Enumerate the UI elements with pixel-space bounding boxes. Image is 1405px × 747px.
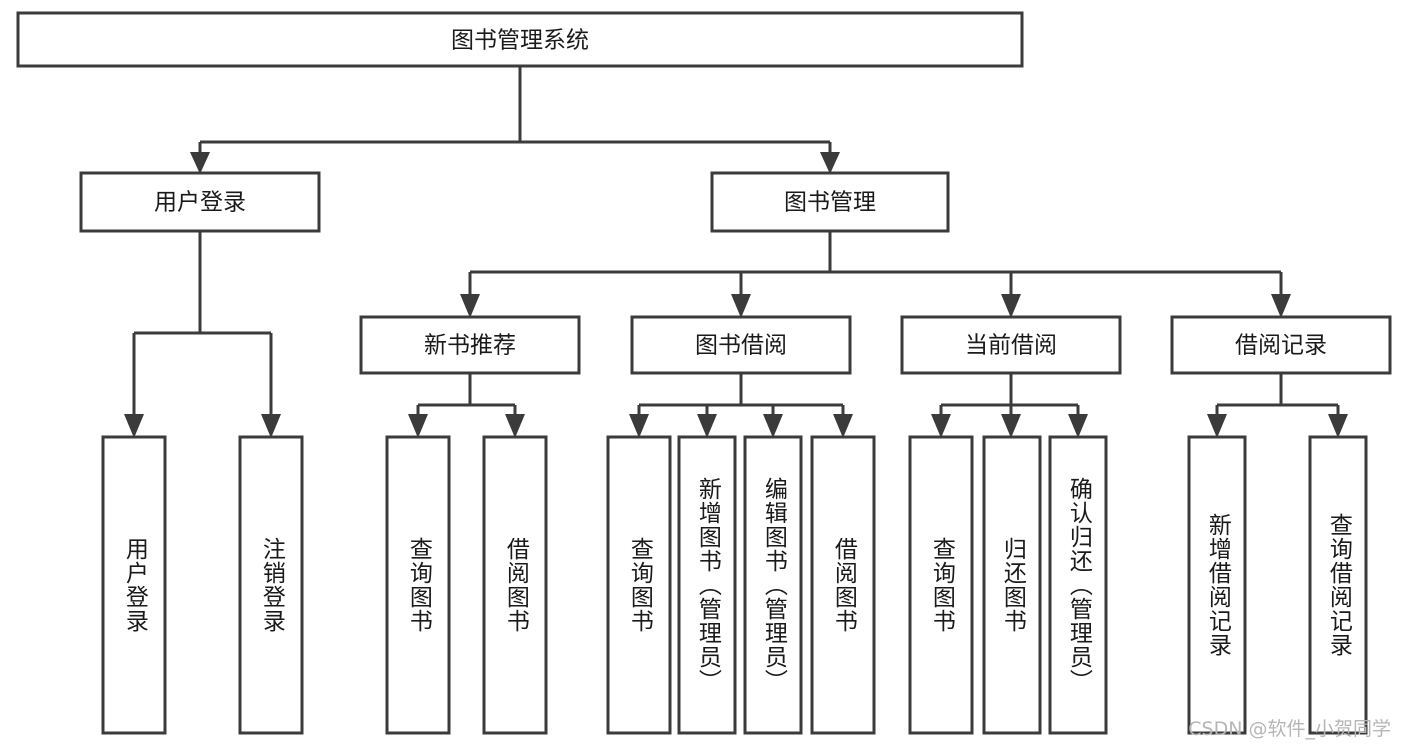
arrowhead-new-book-recommend <box>460 294 480 318</box>
arrowhead-book-borrow <box>731 294 751 318</box>
arrowhead-borrow-record <box>1271 294 1291 318</box>
leaf-add-borrow-record-rect[interactable] <box>1187 435 1247 735</box>
arrowhead-leaf-user-login <box>124 414 144 438</box>
node-layer: 图书管理系统 用户登录 图书管理 新书推荐 图书借阅 当前 <box>16 11 1392 735</box>
node-book-borrow[interactable]: 图书借阅 <box>630 315 852 375</box>
arrowhead-leaf-query-borrow-record <box>1328 414 1348 438</box>
arrowhead-leaf-query-book-recommend <box>408 414 428 438</box>
leaf-borrow-book-rect[interactable] <box>810 435 876 735</box>
arrowhead-user-login <box>190 152 210 174</box>
node-new-book-recommend-rect[interactable] <box>359 315 581 375</box>
node-borrow-record[interactable]: 借阅记录 <box>1170 315 1392 375</box>
leaf-borrow-book-recommend-rect[interactable] <box>482 435 548 735</box>
node-new-book-recommend[interactable]: 新书推荐 <box>359 315 581 375</box>
arrowhead-leaf-query-book-borrow <box>629 414 649 438</box>
leaf-return-book-rect[interactable] <box>982 435 1042 735</box>
arrowhead-leaf-edit-book-admin <box>763 414 783 438</box>
leaf-add-book-admin-rect[interactable] <box>677 435 737 735</box>
node-book-management[interactable]: 图书管理 <box>710 171 950 233</box>
leaf-confirm-return-admin-rect[interactable] <box>1048 435 1108 735</box>
node-current-borrow[interactable]: 当前借阅 <box>900 315 1122 375</box>
arrowhead-leaf-logout <box>261 414 281 438</box>
arrowhead-leaf-borrow-book <box>833 414 853 438</box>
node-book-management-rect[interactable] <box>710 171 950 233</box>
node-current-borrow-rect[interactable] <box>900 315 1122 375</box>
node-borrow-record-label: 借阅记录 <box>1235 333 1327 359</box>
node-new-book-recommend-label: 新书推荐 <box>424 333 516 359</box>
leaf-query-book-recommend-rect[interactable] <box>385 435 451 735</box>
arrowhead-leaf-return-book <box>1001 414 1021 438</box>
node-book-borrow-label: 图书借阅 <box>695 333 787 359</box>
node-book-management-label: 图书管理 <box>784 190 876 216</box>
arrowhead-leaf-borrow-book-recommend <box>505 414 525 438</box>
node-book-borrow-rect[interactable] <box>630 315 852 375</box>
node-user-login-rect[interactable] <box>79 171 321 233</box>
connector-layer <box>124 66 1348 438</box>
leaf-user-login-rect[interactable] <box>101 435 167 735</box>
leaf-query-book-current-rect[interactable] <box>908 435 974 735</box>
node-root-rect[interactable] <box>16 11 1024 68</box>
leaf-edit-book-admin-rect[interactable] <box>743 435 803 735</box>
leaf-logout-rect[interactable] <box>238 435 304 735</box>
node-current-borrow-label: 当前借阅 <box>965 333 1057 359</box>
arrowhead-leaf-add-borrow-record <box>1207 414 1227 438</box>
arrowhead-leaf-query-book-current <box>931 414 951 438</box>
node-root-label: 图书管理系统 <box>451 28 589 54</box>
arrowhead-leaf-add-book-admin <box>697 414 717 438</box>
arrowhead-book-management <box>820 152 840 174</box>
node-user-login-label: 用户登录 <box>154 190 246 216</box>
leaf-query-borrow-record-rect[interactable] <box>1308 435 1368 735</box>
arrowhead-leaf-confirm-return-admin <box>1068 414 1088 438</box>
arrowhead-current-borrow <box>1001 294 1021 318</box>
node-borrow-record-rect[interactable] <box>1170 315 1392 375</box>
node-root[interactable]: 图书管理系统 <box>16 11 1024 68</box>
node-user-login[interactable]: 用户登录 <box>79 171 321 233</box>
leaf-query-book-borrow-rect[interactable] <box>606 435 672 735</box>
